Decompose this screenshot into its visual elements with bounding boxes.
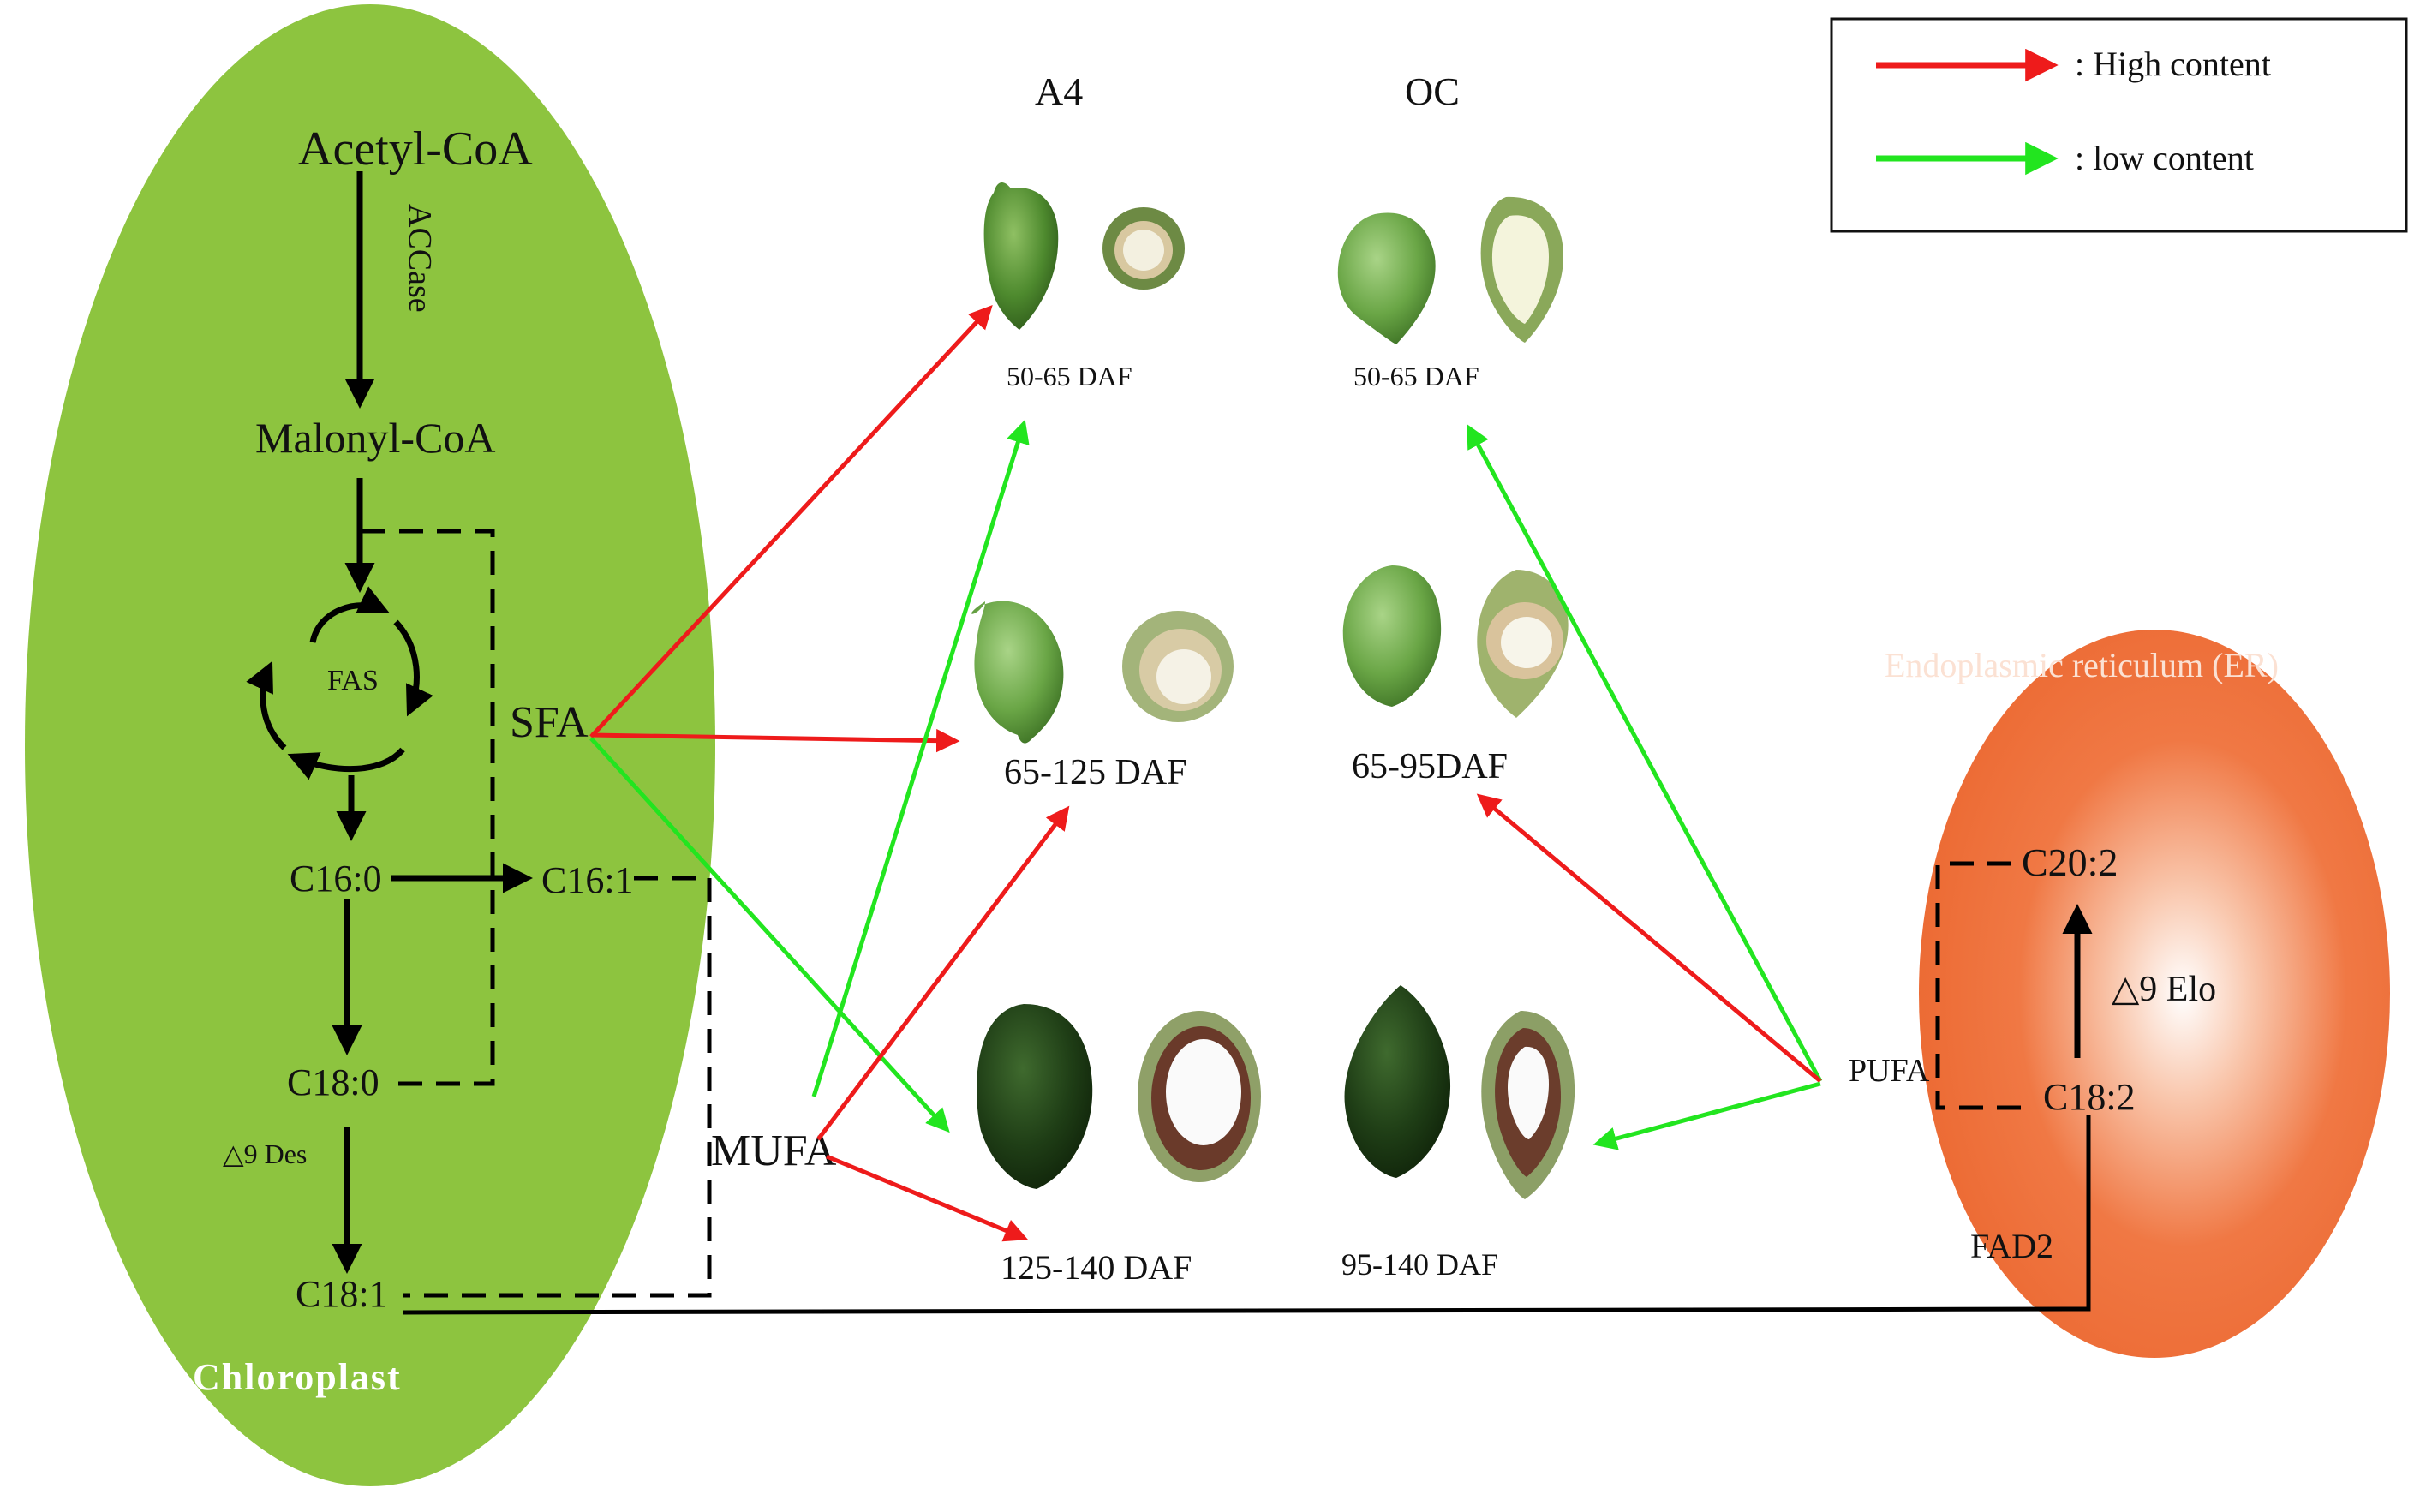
label-c182: C18:2 (2043, 1076, 2136, 1118)
fruit-oc-50-65-whole (1337, 212, 1436, 344)
label-accase: ACCase (402, 204, 438, 313)
label-c161: C16:1 (541, 859, 634, 901)
arrow-sfa-to-a4-125-140-low (589, 737, 950, 1133)
legend: : High content : low content (1830, 17, 2408, 233)
label-fad2: FAD2 (1970, 1227, 2053, 1265)
label-mufa: MUFA (711, 1127, 837, 1175)
cultivar-labels: A4 OC 50-65 DAF 65-125 DAF 125-140 DAF 5… (1001, 69, 1508, 1287)
arrow-pufa-to-oc-50-65-low (1467, 424, 1823, 1083)
fruit-a4-125-140-whole (977, 1004, 1093, 1189)
arrow-sfa-to-a4-50-65-high (589, 304, 993, 738)
label-chloroplast: Chloroplast (193, 1356, 402, 1398)
er-compartment (1919, 630, 2390, 1358)
legend-low-label: : low content (2075, 139, 2254, 177)
arrow-pufa-to-oc-65-95-high (1476, 793, 1822, 1083)
cultivar-a4: A4 (1035, 69, 1083, 113)
legend-high-label: : High content (2075, 45, 2271, 83)
arrow-pufa-to-oc-95-140-low (1592, 1081, 1821, 1150)
fruit-a4-65-125-whole (971, 601, 1064, 744)
label-malonyl-coa: Malonyl-CoA (255, 414, 496, 462)
label-sfa: SFA (510, 698, 589, 747)
stage-a4-2: 65-125 DAF (1004, 753, 1187, 792)
er-pathway (1935, 861, 2093, 1110)
sfa-dashed-bracket (362, 529, 495, 1086)
stage-oc-3: 95-140 DAF (1341, 1247, 1498, 1282)
fruit-a4-125-140-section (1138, 1011, 1261, 1182)
fruit-oc-50-65-section (1480, 196, 1563, 343)
stage-oc-1: 50-65 DAF (1353, 361, 1479, 391)
label-fas: FAS (327, 665, 379, 696)
label-acetyl-coa: Acetyl-CoA (298, 123, 533, 176)
cultivar-oc: OC (1405, 69, 1460, 113)
pathway-labels: Acetyl-CoA ACCase Malonyl-CoA FAS C16:0 … (193, 123, 2279, 1398)
content-arrows (589, 304, 1823, 1242)
label-er: Endoplasmic reticulum (ER) (1885, 646, 2279, 684)
chloroplast-compartment (25, 4, 715, 1486)
mufa-dashed-bracket (403, 876, 712, 1298)
fruit-oc-65-95-whole (1342, 565, 1442, 707)
fas-cycle-arc-bottom (287, 747, 405, 780)
fruit-oc-95-140-section (1481, 1011, 1575, 1199)
fruit-a4-50-65-section (1102, 207, 1185, 290)
stage-oc-2: 65-95DAF (1352, 747, 1508, 786)
label-c181: C18:1 (296, 1273, 388, 1315)
label-c160: C16:0 (290, 858, 382, 899)
chloroplast-pathway (246, 171, 2091, 1315)
fas-cycle-arc-right (393, 619, 433, 717)
stage-a4-3: 125-140 DAF (1001, 1248, 1192, 1287)
pufa-dashed-bracket (1935, 861, 2035, 1110)
label-c202: C20:2 (2022, 840, 2118, 884)
fas-cycle-arc-top (309, 586, 390, 643)
arrow-sfa-to-a4-65-125-high (590, 728, 960, 753)
stage-a4-1: 50-65 DAF (1007, 361, 1132, 391)
arrow-mufa-to-a4-50-65-low (811, 419, 1030, 1097)
legend-box (1830, 17, 2408, 233)
c181-to-fad2-line (402, 1115, 2091, 1315)
label-pufa: PUFA (1849, 1053, 1930, 1089)
arrow-mufa-to-a4-125-140-high (826, 1154, 1029, 1242)
fruit-a4-50-65-whole (983, 182, 1059, 330)
label-c180: C18:0 (287, 1061, 379, 1103)
fruit-a4-65-125-section (1122, 611, 1234, 722)
label-delta9-elo: △9 Elo (2112, 970, 2216, 1009)
arrow-mufa-to-a4-65-125-high (816, 805, 1070, 1141)
label-delta9-des: △9 Des (223, 1138, 307, 1169)
fruit-oc-65-95-section (1477, 570, 1569, 718)
fruit-oc-95-140-whole (1344, 985, 1451, 1178)
fas-cycle-arc-left (246, 660, 287, 750)
